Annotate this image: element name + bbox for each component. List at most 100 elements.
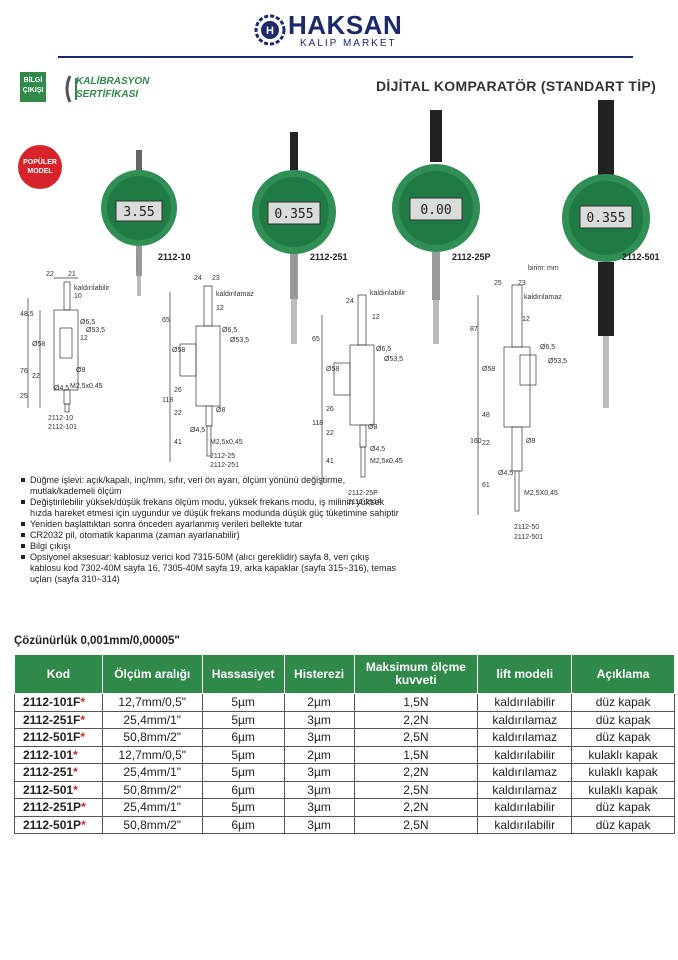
- table-cell: kaldırılabilir: [477, 745, 573, 764]
- table-cell: 12,7mm/0,5": [101, 745, 203, 764]
- table-cell: 25,4mm/1": [101, 798, 203, 817]
- model-label: 2112-501: [622, 252, 660, 262]
- dim-label: Ø6,5: [222, 327, 237, 334]
- lcd-text: 0.00: [420, 203, 451, 218]
- dim-label: Ø8: [76, 367, 85, 374]
- dim-label: 24: [194, 275, 202, 282]
- dim-label: 61: [482, 482, 490, 489]
- dim-label: 12: [80, 335, 88, 342]
- lcd-text: 0.355: [586, 211, 625, 226]
- product-code: 2112-251: [23, 765, 74, 780]
- table-cell: düz kapak: [571, 693, 675, 712]
- feature-item: Bilgi çıkışı: [20, 541, 400, 552]
- table-cell: 2,2N: [353, 798, 479, 817]
- table-cell: 6µm: [201, 815, 285, 834]
- dim-label: 26: [326, 406, 334, 413]
- dim-label: Ø4,5: [498, 470, 513, 477]
- table-cell: 2,2N: [353, 763, 479, 782]
- feature-item: Değiştirilebilir yüksek/düşük frekans öl…: [20, 497, 400, 519]
- table-cell: düz kapak: [571, 728, 675, 747]
- model-code: 2112-25: [210, 453, 235, 460]
- dim-label: M2,5x0,45: [370, 458, 403, 465]
- popular-star-icon: *: [80, 730, 86, 745]
- table-cell: kaldırılamaz: [477, 780, 573, 799]
- popular-star-icon: *: [73, 747, 78, 762]
- table-cell: 25,4mm/1": [101, 763, 203, 782]
- resolution-title: Çözünürlük 0,001mm/0,00005": [14, 635, 180, 647]
- table-cell: kaldırılamaz: [477, 728, 573, 747]
- dim-label: 23: [212, 275, 220, 282]
- product-code-cell: 2112-501F*: [14, 728, 103, 747]
- dim-label: Ø53,5: [384, 356, 403, 363]
- lift-note: kaldırılabilir: [74, 285, 110, 292]
- dim-label: 24: [346, 298, 354, 305]
- table-cell: 6µm: [201, 728, 285, 747]
- dim-label: 25: [20, 393, 28, 400]
- dim-label: 26: [174, 387, 182, 394]
- popular-star-icon: *: [80, 712, 86, 727]
- badge-line: POPÜLER: [23, 159, 57, 166]
- col-header: Histerezi: [283, 654, 355, 694]
- table-cell: 5µm: [201, 710, 285, 729]
- model-code: 2112-50: [514, 524, 539, 531]
- badge-line: MODEL: [27, 168, 53, 175]
- model-code: 2112-25P: [348, 490, 378, 497]
- dim-label: Ø6,5: [540, 344, 555, 351]
- product-code: 2112-251F: [23, 712, 81, 727]
- table-cell: 3µm: [283, 798, 355, 817]
- technical-drawing-2112-501: 25 23 kaldırılamaz 12 87 Ø58 160 48 22 6…: [470, 280, 567, 541]
- technical-drawing-2112-10: 22 21 kaldırılabilir 10 48,5 Ø58 76 25 2…: [20, 271, 110, 431]
- model-code: 2112-101: [48, 424, 77, 431]
- dim-label: M2,5x0,45: [70, 383, 103, 390]
- model-label: 2112-25P: [452, 252, 491, 262]
- dim-label: Ø6,5: [376, 346, 391, 353]
- product-code: 2112-251P: [23, 800, 82, 815]
- popular-model-badge: POPÜLER MODEL: [18, 145, 62, 189]
- dim-label: Ø53,5: [86, 327, 105, 334]
- indicator-2112-501-image: 0.355: [562, 100, 650, 408]
- product-code-cell: 2112-251*: [14, 763, 103, 782]
- table-cell: 5µm: [201, 693, 285, 712]
- table-cell: 5µm: [201, 763, 285, 782]
- product-code-cell: 2112-501P*: [14, 815, 103, 834]
- dim-label: Ø4,5: [54, 385, 69, 392]
- feature-list: Düğme işlevi: açık/kapalı, inç/mm, sıfır…: [20, 475, 400, 585]
- dim-label: Ø58: [482, 366, 495, 373]
- col-header: Açıklama: [571, 654, 675, 694]
- product-code: 2112-501F: [23, 730, 81, 745]
- product-code: 2112-501: [23, 782, 74, 797]
- table-header-row: Kod Ölçüm aralığı Hassasiyet Histerezi M…: [14, 654, 675, 694]
- table-cell: 3µm: [283, 780, 355, 799]
- table-cell: kaldırılamaz: [477, 763, 573, 782]
- dim-label: 48,5: [20, 311, 34, 318]
- dim-label: 22: [326, 430, 334, 437]
- table-cell: 6µm: [201, 780, 285, 799]
- table-cell: kulaklı kapak: [571, 780, 675, 799]
- table-cell: 5µm: [201, 745, 285, 764]
- technical-drawing-2112-251: 24 23 kaldırılamaz 12 65 Ø58 118 26 22 4…: [162, 275, 254, 469]
- dim-label: Ø53,5: [548, 358, 567, 365]
- table-cell: 1,5N: [353, 693, 479, 712]
- product-code-cell: 2112-251P*: [14, 798, 103, 817]
- model-code: 2112-251P: [348, 499, 382, 506]
- table-cell: kulaklı kapak: [571, 745, 675, 764]
- popular-star-icon: *: [81, 817, 86, 832]
- dim-label: 21: [68, 271, 76, 278]
- dim-label: M2,5x0,45: [210, 439, 243, 446]
- badge-line: ÇIKIŞI: [22, 87, 44, 94]
- dim-label: Ø4,5: [190, 427, 205, 434]
- table-cell: 50,8mm/2": [101, 815, 203, 834]
- feature-item: CR2032 pil, otomatik kapanma (zaman ayar…: [20, 530, 400, 541]
- brand-name: HAKSAN: [288, 10, 403, 40]
- popular-star-icon: *: [81, 800, 86, 815]
- table-cell: 5µm: [201, 798, 285, 817]
- product-code: 2112-101F: [23, 695, 81, 710]
- dim-label: 10: [74, 293, 82, 300]
- feature-item: Opsiyonel aksesuar: kablosuz verici kod …: [20, 552, 400, 585]
